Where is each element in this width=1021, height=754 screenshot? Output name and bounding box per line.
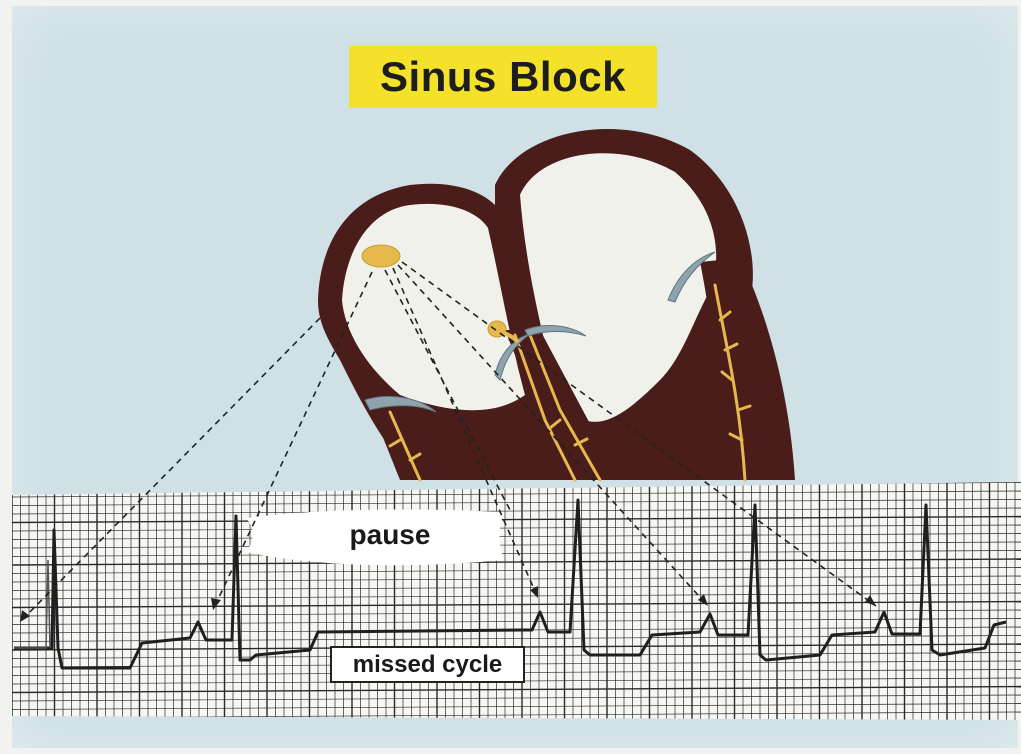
- title-banner: Sinus Block: [349, 46, 657, 108]
- sa-node: [362, 245, 400, 267]
- diagram-title: Sinus Block: [380, 53, 626, 101]
- pause-label: pause: [300, 519, 480, 551]
- missed-cycle-box: missed cycle: [330, 646, 525, 683]
- heart-illustration: [318, 129, 795, 480]
- missed-cycle-label: missed cycle: [353, 651, 502, 679]
